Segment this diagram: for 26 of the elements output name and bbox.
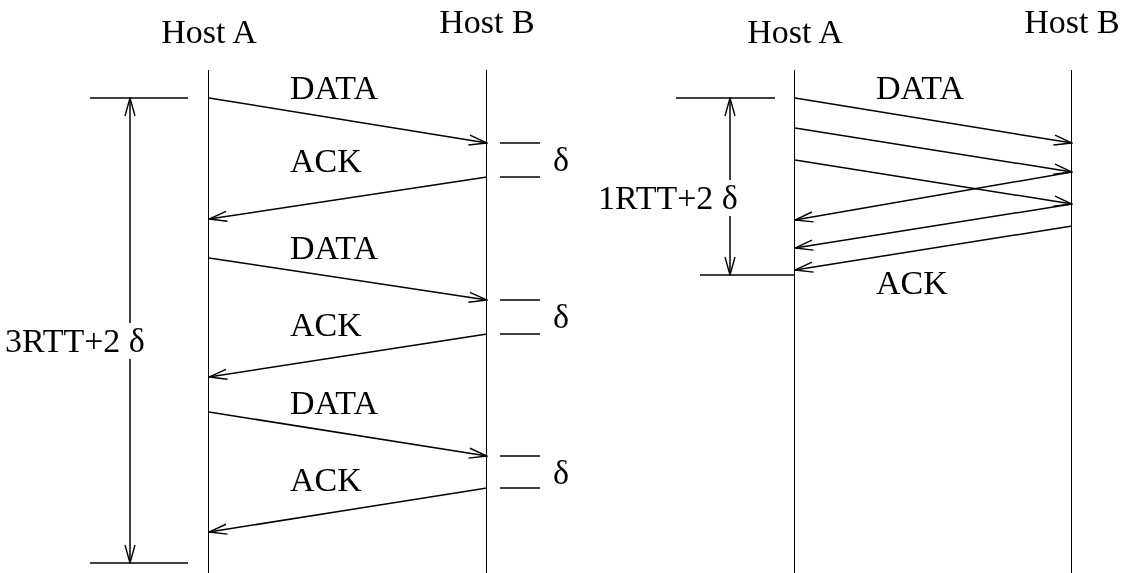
host-label: Host B — [438, 4, 536, 40]
edge-label: ACK — [290, 462, 362, 498]
edge-label: ACK — [290, 307, 362, 343]
edge-label: DATA — [876, 70, 964, 106]
edge-label: ACK — [290, 143, 362, 179]
message-arrow — [794, 159, 1073, 207]
message-arrow — [208, 257, 488, 303]
message-arrow — [794, 171, 1073, 223]
message-arrow — [208, 411, 488, 459]
message-arrow — [794, 97, 1073, 146]
message-arrow — [794, 203, 1073, 251]
host-label: Host A — [746, 14, 844, 50]
host-label: Host A — [160, 14, 258, 50]
message-arrow — [208, 487, 488, 535]
edge-label: DATA — [290, 230, 378, 266]
message-arrow — [208, 176, 488, 222]
duration-label: 3RTT+2 δ — [5, 323, 145, 359]
edge-label: DATA — [290, 70, 378, 106]
message-arrow — [794, 225, 1073, 273]
message-arrow — [794, 127, 1073, 175]
message-arrow — [208, 97, 488, 146]
edge-label: DATA — [290, 385, 378, 421]
edge-label: ACK — [876, 265, 948, 301]
message-arrow — [208, 333, 488, 380]
duration-label: 1RTT+2 δ — [598, 180, 738, 216]
host-label: Host B — [1023, 4, 1121, 40]
